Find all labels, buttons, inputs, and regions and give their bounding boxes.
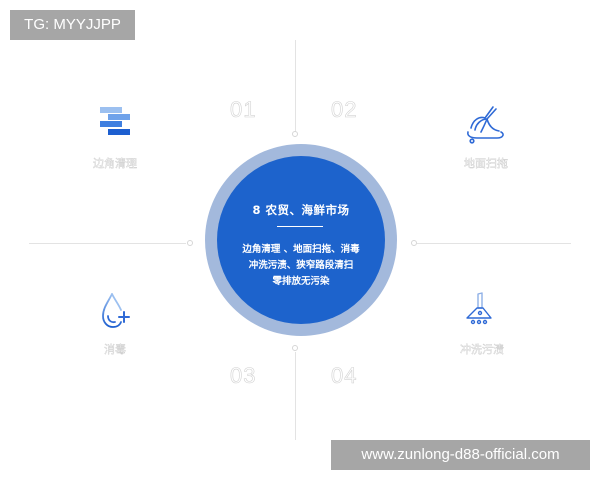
center-line-1: 边角清理 、地面扫拖、消毒 — [242, 244, 360, 255]
quadrant-label-02: 地面扫拖 — [464, 157, 508, 170]
quadrant-number-03: 03 — [230, 363, 257, 389]
connector-left-dot — [187, 240, 193, 246]
connector-right-dot — [411, 240, 417, 246]
connector-bottom-dot — [292, 345, 298, 351]
quadrant-number-02: 02 — [331, 97, 358, 123]
stacked-bars-icon — [100, 107, 130, 135]
quadrant-label-01: 边角清理 — [93, 157, 137, 170]
center-line-3: 零排放无污染 — [272, 276, 330, 287]
quadrant-number-01: 01 — [230, 97, 257, 123]
quadrant-label-04: 冲洗污渍 — [460, 343, 504, 356]
droplet-plus-icon — [102, 293, 130, 328]
quadrant-number-04: 04 — [331, 363, 358, 389]
watermark-tg: TG: MYYJJPP — [10, 10, 135, 40]
spray-nozzle-icon — [466, 292, 492, 325]
quadrant-label-03: 消毒 — [104, 343, 126, 356]
connector-top — [295, 40, 296, 132]
connector-right — [417, 243, 571, 244]
center-inner-circle — [217, 156, 385, 324]
center-title: 8 农贸、海鲜市场 — [252, 203, 350, 217]
mop-icon — [467, 106, 504, 144]
connector-bottom — [295, 352, 296, 440]
watermark-url: www.zunlong-d88-official.com — [331, 440, 590, 470]
connector-left — [29, 243, 186, 244]
connector-top-dot — [292, 131, 298, 137]
center-line-2: 冲洗污渍、狭窄路段清扫 — [248, 260, 354, 271]
center-divider — [277, 226, 323, 227]
